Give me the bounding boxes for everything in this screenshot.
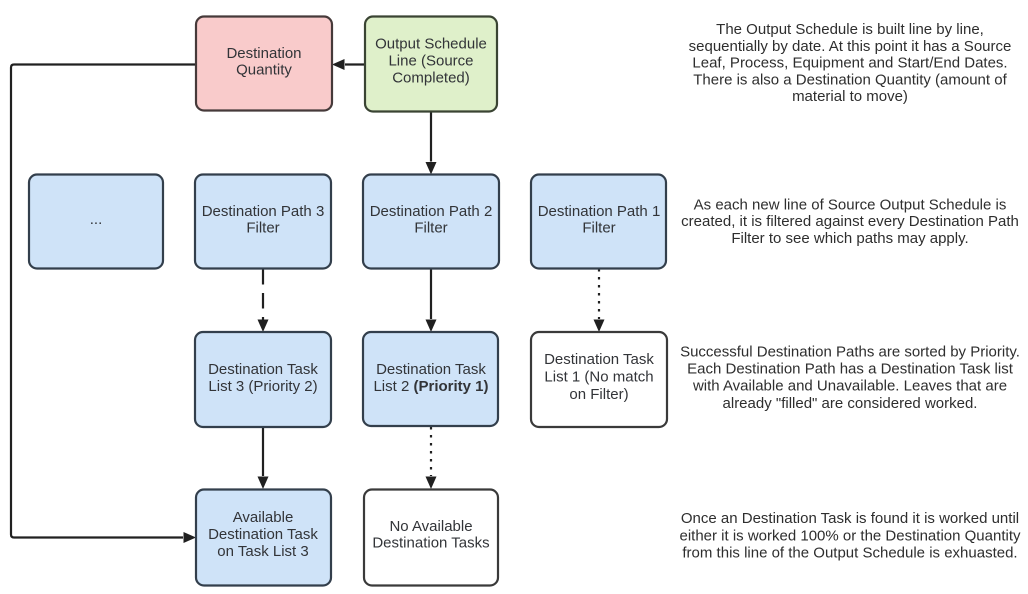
svg-text:As each new line of Source Out: As each new line of Source Output Schedu… [681, 196, 1019, 247]
svg-text:Once an Destination Task is fo: Once an Destination Task is found it is … [679, 510, 1021, 562]
svg-text:...: ... [90, 211, 103, 228]
svg-text:Successful Destination Paths a: Successful Destination Paths are sorted … [680, 343, 1020, 412]
